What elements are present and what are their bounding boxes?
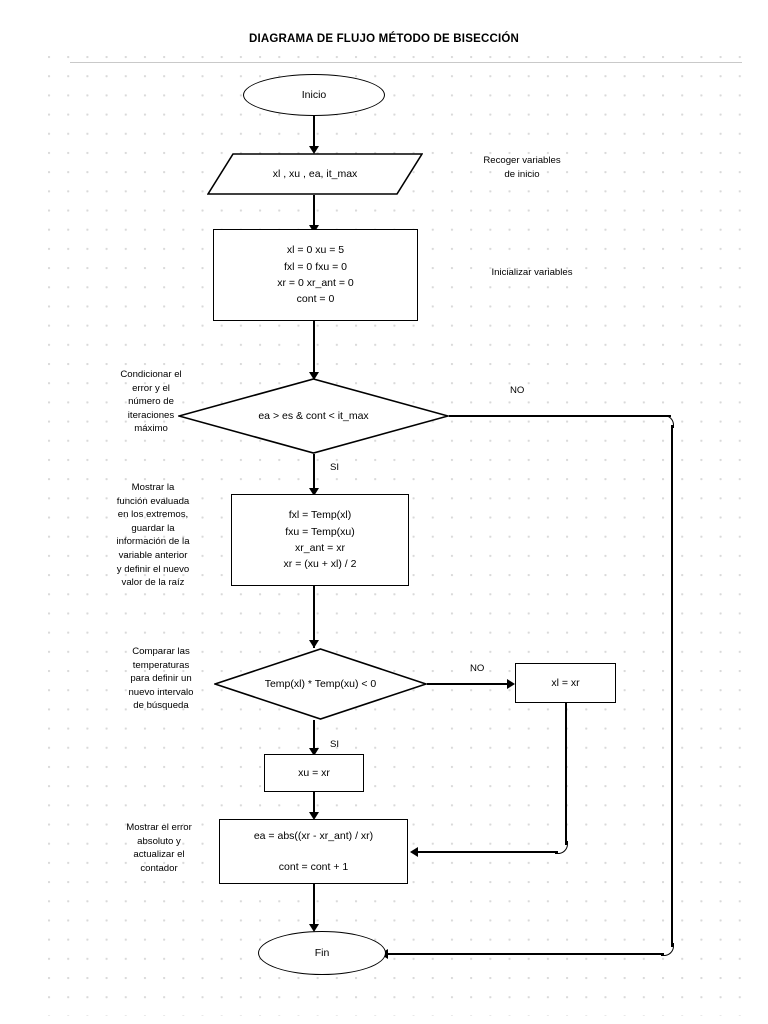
connector-assign-xl-vertical [565, 703, 567, 845]
node-condition-loop[interactable]: ea > es & cont < it_max [178, 378, 449, 454]
edge-label-loop-no: NO [510, 385, 525, 396]
arrowhead-condition-to-evaluate [309, 488, 319, 496]
connector-evaluate-to-compare [313, 586, 315, 648]
node-initialize-line-4: cont = 0 [296, 293, 335, 306]
arrowhead-start-to-input [309, 146, 319, 154]
connector-loop-no-to-end [386, 953, 664, 955]
note-condition: Condicionar el error y el número de iter… [120, 369, 182, 435]
node-condition-loop-label: ea > es & cont < it_max [258, 409, 369, 422]
connector-loop-no-vertical [671, 425, 673, 947]
connector-start-to-input [313, 116, 315, 150]
node-evaluate-line-1: fxl = Temp(xl) [288, 509, 352, 522]
connector-loop-no-horizontal [449, 415, 671, 417]
node-assign-xu-label: xu = xr [298, 766, 330, 779]
connector-input-to-init [313, 195, 315, 229]
header-rule [70, 62, 742, 63]
connector-condition-to-evaluate [313, 454, 315, 496]
arrowhead-compare-to-assign-xu [309, 748, 319, 756]
connector-loop-no-corner-top [661, 415, 674, 428]
note-initialize-variables: Inicializar variables [491, 267, 573, 278]
node-initialize-line-2: fxl = 0 fxu = 0 [283, 260, 348, 273]
edge-label-compare-no: NO [470, 663, 485, 674]
note-error: Mostrar el error absoluto y actualizar e… [126, 822, 192, 874]
node-initialize[interactable]: xl = 0 xu = 5 fxl = 0 fxu = 0 xr = 0 xr_… [213, 229, 418, 321]
connector-assign-xu-to-error [313, 792, 315, 818]
node-start-label: Inicio [301, 88, 327, 101]
node-assign-xu[interactable]: xu = xr [264, 754, 364, 792]
connector-error-to-end [313, 884, 315, 930]
arrowhead-assign-xu-to-error [309, 812, 319, 820]
connector-init-to-condition [313, 321, 315, 377]
node-error-update-line-2: cont = cont + 1 [278, 861, 349, 874]
diamond-shape [214, 648, 427, 720]
edge-label-compare-yes: SI [330, 739, 340, 750]
connector-compare-no [427, 683, 510, 685]
node-input-label: xl , xu , ea, it_max [272, 167, 358, 180]
note-gather-variables: Recoger variables de inicio [483, 155, 561, 180]
parallelogram-shape [207, 153, 423, 195]
node-compare[interactable]: Temp(xl) * Temp(xu) < 0 [214, 648, 427, 720]
node-evaluate-line-4: xr = (xu + xl) / 2 [283, 558, 357, 571]
arrowhead-assign-xl-to-error [410, 847, 418, 857]
node-end-label: Fin [314, 946, 330, 959]
note-evaluate: Mostrar la función evaluada en los extre… [116, 482, 190, 589]
note-compare: Comparar las temperaturas para definir u… [128, 646, 194, 712]
connector-assign-xl-horizontal [418, 851, 558, 853]
node-compare-label: Temp(xl) * Temp(xu) < 0 [264, 677, 377, 690]
node-input[interactable]: xl , xu , ea, it_max [207, 153, 423, 195]
arrowhead-init-to-condition [309, 372, 319, 380]
node-start[interactable]: Inicio [243, 74, 385, 116]
arrowhead-evaluate-to-compare [309, 640, 319, 648]
node-error-update-line-1: ea = abs((xr - xr_ant) / xr) [253, 829, 374, 842]
edge-label-loop-yes: SI [330, 462, 340, 473]
page-title: DIAGRAMA DE FLUJO MÉTODO DE BISECCIÓN [249, 33, 519, 45]
node-assign-xl[interactable]: xl = xr [515, 663, 616, 703]
diamond-shape [178, 378, 449, 454]
arrowhead-error-to-end [309, 924, 319, 932]
node-error-update[interactable]: ea = abs((xr - xr_ant) / xr) cont = cont… [219, 819, 408, 884]
node-evaluate-line-2: fxu = Temp(xu) [285, 525, 355, 538]
node-end[interactable]: Fin [258, 931, 386, 975]
node-initialize-line-1: xl = 0 xu = 5 [286, 244, 345, 257]
node-assign-xl-label: xl = xr [551, 676, 580, 689]
node-evaluate[interactable]: fxl = Temp(xl) fxu = Temp(xu) xr_ant = x… [231, 494, 409, 586]
node-evaluate-line-3: xr_ant = xr [295, 542, 345, 554]
connector-compare-to-assign-xu [313, 720, 315, 753]
node-initialize-line-3: xr = 0 xr_ant = 0 [277, 277, 354, 289]
arrowhead-compare-no [507, 679, 515, 689]
